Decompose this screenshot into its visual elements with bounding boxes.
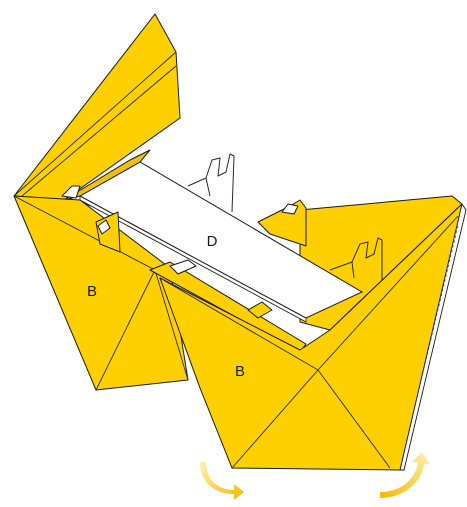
- left-panel-label: B: [87, 283, 97, 300]
- right-panel-label: B: [235, 363, 245, 380]
- center-board-label: D: [207, 233, 218, 250]
